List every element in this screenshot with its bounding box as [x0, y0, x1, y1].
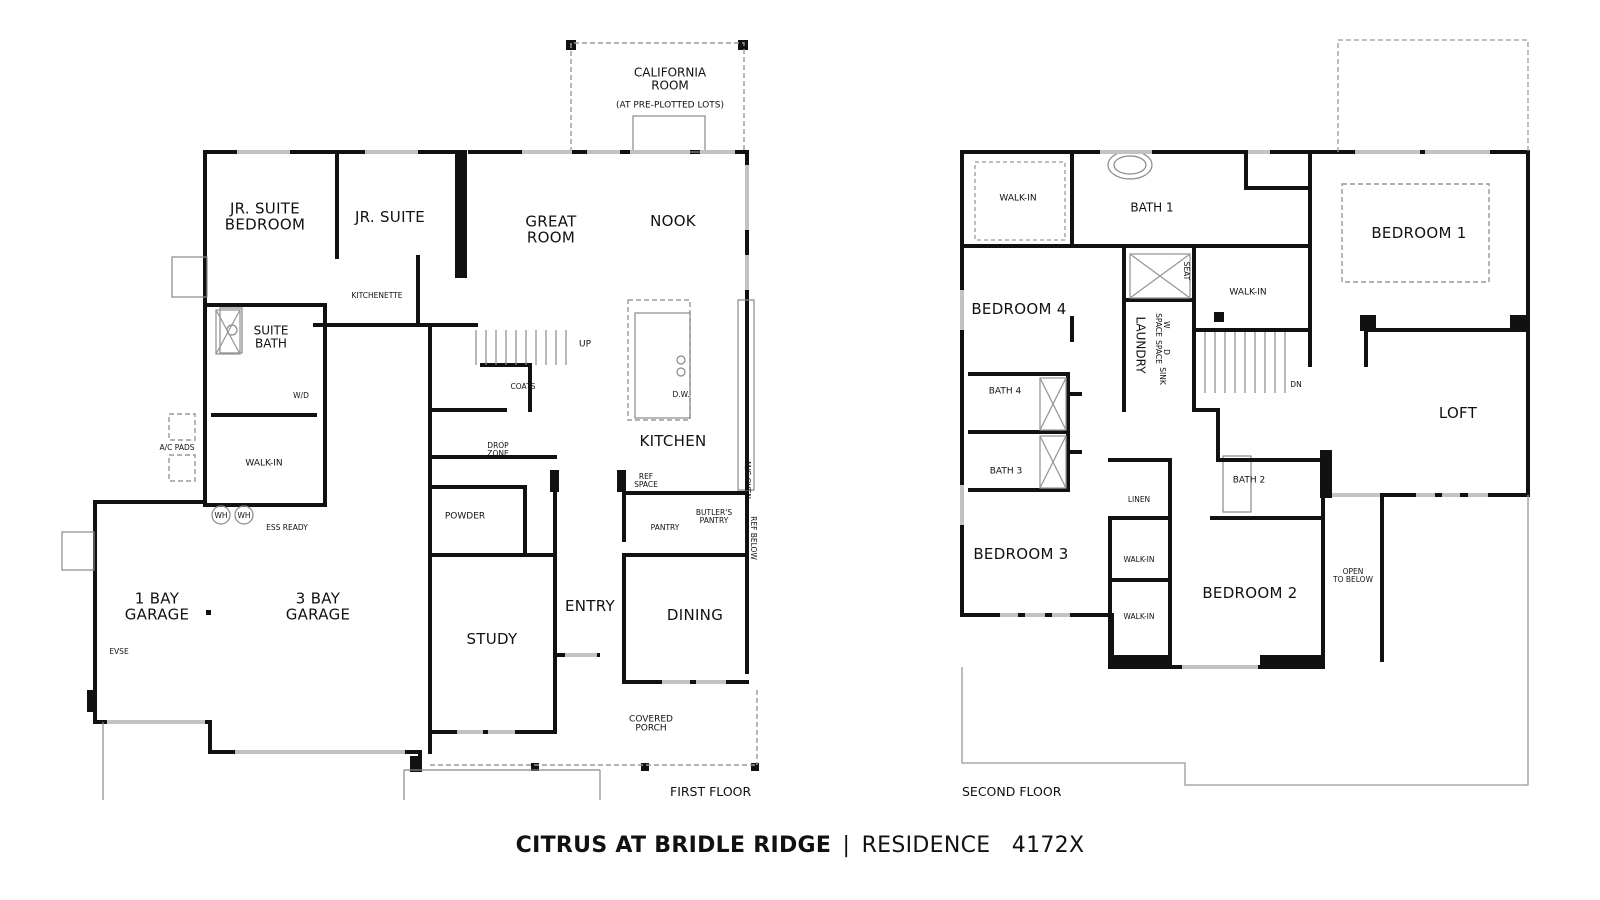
room-label-1-bay-garage: 1 BAY GARAGE	[124, 589, 190, 623]
room-label-pantry: PANTRY	[650, 523, 680, 533]
room-label-bath-1: BATH 1	[1130, 200, 1174, 215]
appliance-label-d-space: D SPACE	[1154, 340, 1171, 364]
appliance-label-ref-space: REF SPACE	[634, 472, 658, 489]
plan-number: 4172X	[1011, 833, 1085, 858]
room-label-jr-suite: JR. SUITE	[354, 208, 426, 227]
appliance-label-microwave-oven: M/C OVEN	[742, 461, 752, 499]
appliance-label-ref-below: REF BELOW	[748, 516, 758, 560]
room-label-laundry: LAUNDRY	[1133, 316, 1148, 374]
room-label-loft: LOFT	[1438, 404, 1478, 423]
room-label-great-room: GREAT ROOM	[525, 212, 577, 246]
room-label-bath-3: BATH 3	[989, 466, 1023, 477]
room-label-kitchenette: KITCHENETTE	[351, 291, 403, 301]
room-label-powder: POWDER	[444, 511, 486, 522]
floor-label-first-floor: FIRST FLOOR	[670, 784, 752, 799]
room-label-walk-in-primary: WALK-IN	[999, 193, 1037, 204]
label-open-to-below: OPEN TO BELOW	[1333, 567, 1373, 584]
room-label-coats: COATS	[510, 382, 536, 392]
room-label-butlers-pantry: BUTLER'S PANTRY	[695, 508, 733, 525]
appliance-label-w-space: W SPACE	[1154, 313, 1171, 337]
label-evse: EVSE	[109, 647, 129, 657]
plan-title: CITRUS AT BRIDLE RIDGE | RESIDENCE 4172X	[0, 833, 1600, 858]
room-label-bedroom-3: BEDROOM 3	[973, 545, 1069, 564]
floor-label-second-floor: SECOND FLOOR	[962, 784, 1062, 799]
label-ess-ready: ESS READY	[266, 523, 308, 533]
room-label-bedroom-2: BEDROOM 2	[1202, 584, 1298, 603]
room-label-3-bay-garage: 3 BAY GARAGE	[285, 589, 351, 623]
stair-label-dn: DN	[1290, 380, 1302, 390]
label-water-heater-1: WH	[214, 511, 228, 521]
room-label-bath-4: BATH 4	[988, 386, 1022, 397]
room-label-nook: NOOK	[650, 212, 696, 231]
room-label-study: STUDY	[466, 630, 518, 649]
room-label-bath-2: BATH 2	[1232, 475, 1266, 486]
stair-label-up: UP	[578, 339, 592, 350]
room-label-drop-zone: DROP ZONE	[487, 441, 509, 458]
room-label-walk-in-suite: WALK-IN	[245, 458, 283, 469]
appliance-label-dw: D.W.	[672, 390, 690, 400]
fixture-label-sink: SINK	[1157, 367, 1167, 385]
room-label-entry: ENTRY	[565, 597, 615, 616]
second-floor-exterior-wall	[960, 150, 1530, 494]
room-note-california-room: (AT PRE-PLOTTED LOTS)	[616, 100, 724, 111]
label-water-heater-2: WH	[237, 511, 251, 521]
california-room-outline	[570, 42, 745, 152]
room-label-walk-in-bedroom-1: WALK-IN	[1229, 287, 1267, 298]
room-label-walk-in-bedroom-3: WALK-IN	[1123, 555, 1155, 565]
label-ac-pads: A/C PADS	[159, 443, 195, 453]
appliance-label-wd: W/D	[293, 391, 309, 401]
room-label-bedroom-1: BEDROOM 1	[1371, 224, 1467, 243]
room-label-california-room: CALIFORNIA ROOM	[633, 65, 707, 92]
residence-label: RESIDENCE	[861, 833, 991, 858]
room-label-suite-bath: SUITE BATH	[253, 323, 289, 350]
room-label-covered-porch: COVERED PORCH	[629, 714, 673, 734]
room-label-linen: LINEN	[1127, 495, 1151, 505]
room-label-jr-suite-bedroom: JR. SUITE BEDROOM	[224, 199, 306, 233]
room-label-kitchen: KITCHEN	[639, 432, 707, 451]
title-separator: |	[842, 833, 851, 858]
room-label-walk-in-bedroom-2: WALK-IN	[1123, 612, 1155, 622]
community-name: CITRUS AT BRIDLE RIDGE	[515, 833, 832, 858]
label-shower-seat: SEAT	[1181, 261, 1191, 281]
room-label-bedroom-4: BEDROOM 4	[971, 300, 1067, 319]
room-label-dining: DINING	[666, 606, 724, 625]
